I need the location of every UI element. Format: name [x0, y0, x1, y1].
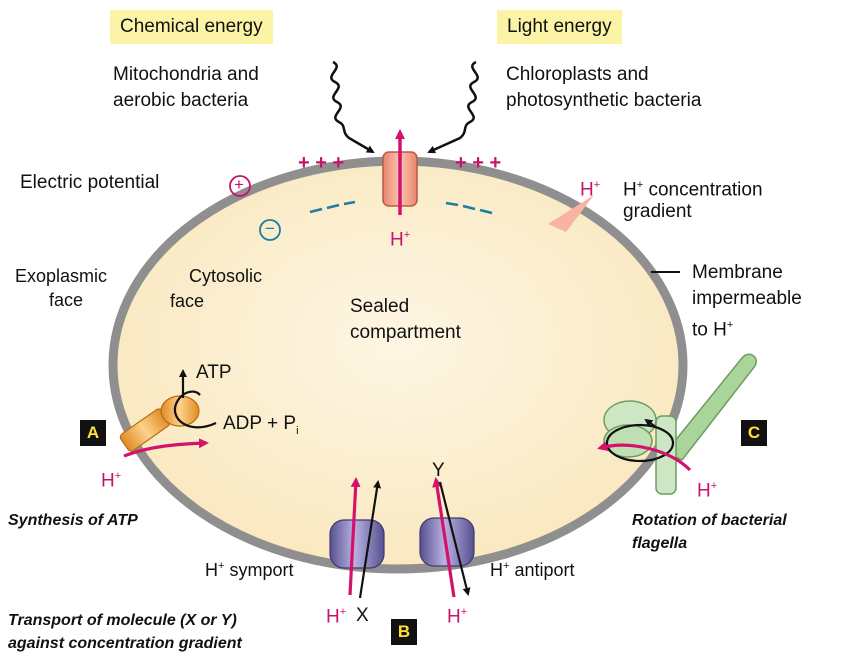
- plus-charges-left: + + +: [298, 152, 345, 174]
- symport-proton-label: H+: [326, 606, 347, 628]
- atp-proton-label: H+: [101, 470, 122, 492]
- negative-charge-dashes-left: [309, 200, 356, 214]
- badge-a: A: [80, 420, 106, 446]
- chemical-source-line2: aerobic bacteria: [113, 90, 249, 111]
- adp-label: ADP + Pi: [223, 413, 299, 437]
- light-source-line2: photosynthetic bacteria: [506, 90, 702, 111]
- atp-caption: Synthesis of ATP: [8, 512, 138, 529]
- transport-caption-line1: Transport of molecule (X or Y): [8, 612, 237, 629]
- cytosolic-face-line1: Cytosolic: [189, 266, 263, 286]
- negative-sign: −: [265, 219, 275, 238]
- transport-caption-line2: against concentration gradient: [8, 635, 242, 652]
- antiport-proton-label: H+: [447, 606, 468, 628]
- x-molecule-label: X: [356, 605, 369, 626]
- concentration-gradient-label-line2: gradient: [623, 201, 692, 222]
- badge-b: B: [391, 619, 417, 645]
- positive-charge-circle: [229, 175, 251, 197]
- y-molecule-label: Y: [432, 460, 445, 481]
- chemical-source-line1: Mitochondria and: [113, 64, 259, 85]
- negative-charge-dashes-right: [445, 201, 493, 215]
- flagellar-motor: [597, 353, 757, 495]
- sealed-compartment-line2: compartment: [350, 322, 461, 343]
- membrane-label-line1: Membrane: [692, 262, 783, 283]
- negative-charge-circle: [259, 219, 281, 241]
- pump-proton-label: H+: [390, 229, 411, 251]
- chemical-energy-arrow: [330, 60, 375, 154]
- antiport-transporter: [419, 477, 475, 598]
- electric-potential-label: Electric potential: [20, 172, 160, 193]
- atp-label: ATP: [196, 362, 232, 383]
- badge-c: C: [741, 420, 767, 446]
- flagella-proton-label: H+: [697, 480, 718, 502]
- light-energy-label: Light energy: [497, 10, 622, 44]
- cytosolic-face-line2: face: [170, 291, 205, 311]
- symport-label: H+ symport: [205, 560, 294, 580]
- membrane-label-line3: to H+: [692, 319, 734, 341]
- light-source-line1: Chloroplasts and: [506, 64, 649, 85]
- symport-transporter: [329, 477, 385, 599]
- positive-sign: +: [234, 175, 244, 194]
- flagella-caption-line1: Rotation of bacterial: [632, 512, 787, 529]
- chemical-energy-label: Chemical energy: [110, 10, 273, 44]
- exoplasmic-face-line1: Exoplasmic: [15, 266, 108, 286]
- flagella-caption-line2: flagella: [632, 535, 688, 552]
- concentration-gradient-label-line1: H+ concentration: [623, 179, 763, 201]
- concentration-gradient-wedge: [548, 195, 594, 232]
- gradient-proton-label: H+: [580, 179, 601, 201]
- plus-charges-right: + + +: [455, 152, 502, 174]
- sealed-compartment-line1: Sealed: [350, 296, 410, 317]
- light-energy-arrow: [427, 60, 479, 154]
- antiport-label: H+ antiport: [490, 560, 575, 580]
- exoplasmic-face-line2: face: [49, 290, 84, 310]
- membrane-label-line2: impermeable: [692, 288, 802, 309]
- atp-synthase: [119, 369, 217, 458]
